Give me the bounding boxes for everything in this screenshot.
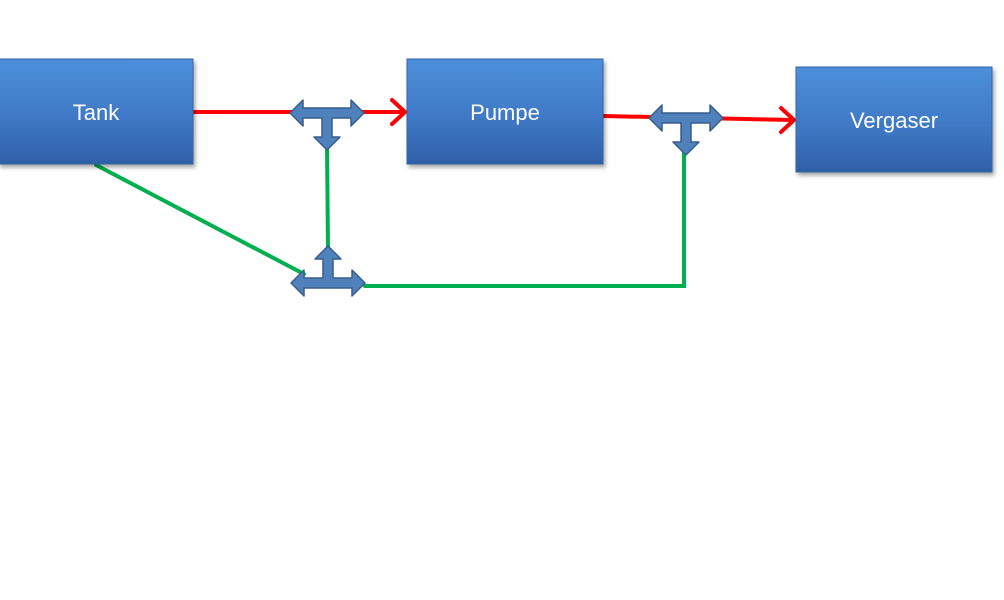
pumpe-node: Pumpe <box>406 58 604 165</box>
tank-node: Tank <box>0 58 194 165</box>
lower-inverted-t-connector-icon <box>290 245 366 297</box>
tank-box <box>0 58 194 165</box>
return-line-lower-connector-to-right-connector <box>363 150 686 288</box>
pumpe-box <box>406 58 604 165</box>
return-line-upper-connector-to-lower-connector <box>325 143 330 252</box>
pumpe-label: Pumpe <box>470 100 540 125</box>
supply-arrowhead-pumpe <box>390 98 407 126</box>
return-lines <box>94 143 686 288</box>
vergaser-node: Vergaser <box>795 66 993 173</box>
supply-arrowhead-vergaser <box>779 106 796 134</box>
upper-t-connector-icon <box>289 99 365 151</box>
vergaser-label: Vergaser <box>850 108 938 133</box>
right-t-connector-icon <box>648 104 724 156</box>
vergaser-box <box>795 66 993 173</box>
tank-label: Tank <box>73 100 120 125</box>
return-line-tank-to-lower-connector <box>94 163 306 276</box>
